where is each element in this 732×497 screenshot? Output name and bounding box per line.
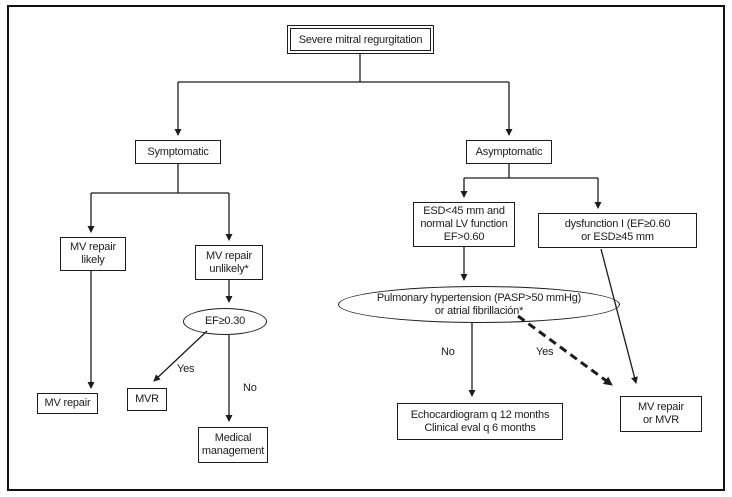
- edge-label-yes-left: Yes: [177, 363, 195, 375]
- node-mv-repair-or-mvr: MV repair or MVR: [620, 396, 702, 432]
- node-mv-repair-likely: MV repair likely: [60, 237, 126, 271]
- edge-label-yes-right: Yes: [536, 346, 554, 358]
- decision-ef-ellipse: EF≥0.30: [183, 308, 267, 335]
- node-lv-dysfunction: dysfunction I (EF≥0.60 or ESD≥45 mm: [538, 213, 697, 248]
- node-severe-mitral-regurgitation-label: Severe mitral regurgitation: [290, 28, 431, 51]
- node-symptomatic: Symptomatic: [135, 140, 221, 164]
- page-border: [7, 5, 725, 491]
- node-medical-management: Medical management: [198, 427, 268, 463]
- node-mv-repair: MV repair: [37, 393, 98, 414]
- node-echocardiogram-followup: Echocardiogram q 12 months Clinical eval…: [397, 403, 563, 440]
- edge-label-no-left: No: [243, 382, 257, 394]
- node-asymptomatic: Asymptomatic: [466, 140, 552, 164]
- node-mvr: MVR: [127, 388, 167, 411]
- decision-pulmonary-hypertension-ellipse: Pulmonary hypertension (PASP>50 mmHg) or…: [338, 286, 620, 323]
- node-esd-normal-lv-function: ESD<45 mm and normal LV function EF>0.60: [413, 202, 515, 247]
- node-severe-mitral-regurgitation: Severe mitral regurgitation: [287, 25, 434, 54]
- edge-label-no-right: No: [441, 346, 455, 358]
- node-mv-repair-unlikely: MV repair unlikely*: [195, 245, 263, 280]
